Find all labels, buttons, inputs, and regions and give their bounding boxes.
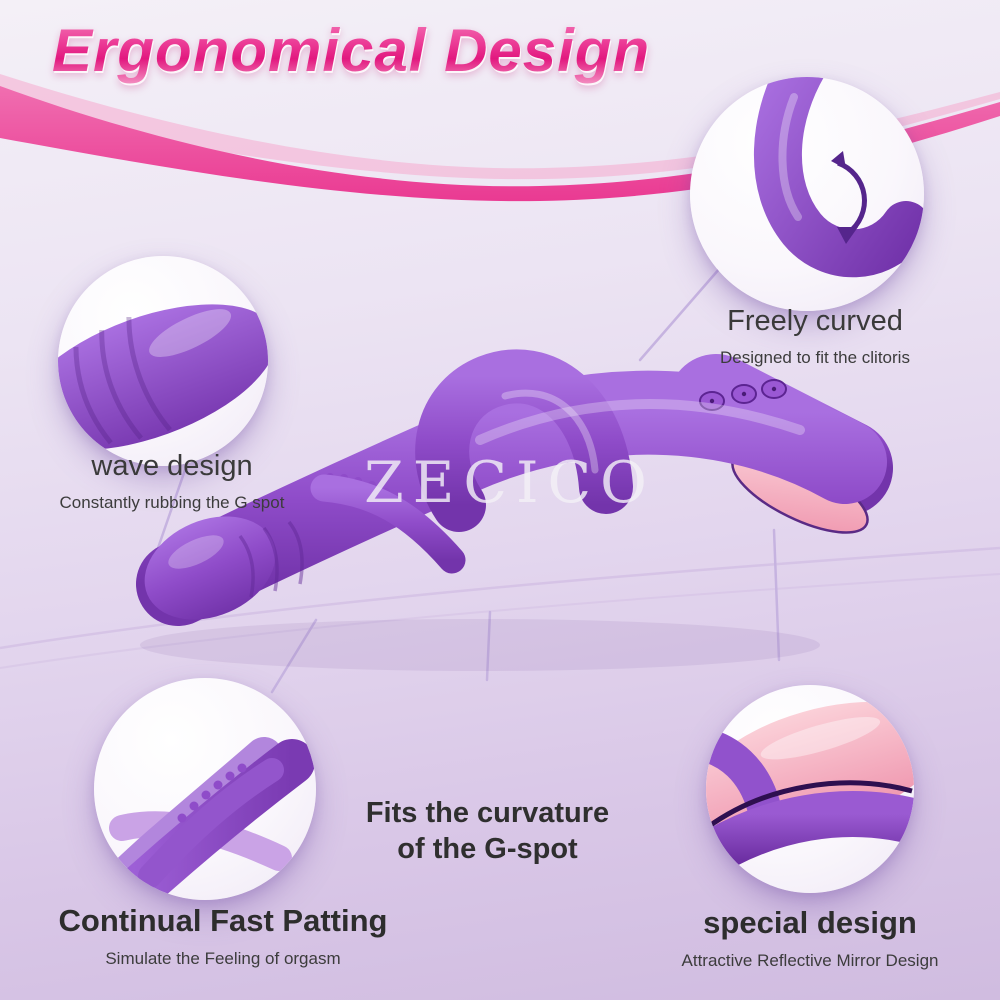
callout-label: special design [703,905,917,940]
patting-arm-serrated [138,758,284,888]
patting-finger [310,473,466,574]
connector-line-center-caption [485,610,492,682]
patting-closeup [94,737,315,900]
callout-text-patting: Continual Fast Patting Simulate the Feel… [18,903,428,969]
curved-arm-closeup [754,77,924,278]
background-arcs [0,546,1000,669]
wave-design-closeup [58,304,268,451]
connector-line-patting [270,618,318,694]
mirror-closeup [706,701,914,881]
callout-label: Freely curved [727,305,903,337]
center-caption: Fits the curvature of the G-spot [320,795,655,868]
closeup-highlight [778,93,802,221]
callout-circle-freely-curved [690,77,924,311]
center-caption-line1: Fits the curvature [365,797,610,829]
tip-highlight [168,535,224,569]
callout-description: Designed to fit the clitoris [720,348,910,368]
shaft-highlight [475,399,805,445]
callout-description: Simulate the Feeling of orgasm [105,948,341,968]
connector-line-wave-design [156,468,187,550]
callout-description: Constantly rubbing the G spot [59,493,285,513]
mirror-dark-seam [706,780,913,830]
product-shadow [140,619,820,671]
callout-text-wave-design: wave design Constantly rubbing the G spo… [22,450,322,513]
callout-text-special-design: special design Attractive Reflective Mir… [645,905,975,971]
flex-direction-arrow-icon [831,151,867,244]
callout-circle-wave-design [58,256,268,466]
shaft-edge-top [706,727,781,813]
page-title: Ergonomical Design [52,17,651,84]
freely-curved-closeup [754,77,924,278]
control-buttons [699,379,787,411]
callout-circle-patting [94,678,316,900]
clitoral-arm [415,349,633,532]
arm-highlight [501,389,599,474]
connector-line-special-design [772,528,781,662]
callout-label: wave design [91,450,253,482]
tip-ridges [238,520,304,598]
rabbit-vibrator-product [136,349,893,626]
center-caption-line2: of the G-spot [397,833,578,866]
brand-watermark: ZECICO [364,450,656,516]
callout-text-freely-curved: Freely curved Designed to fit the clitor… [665,305,965,368]
g-spot-tip [144,516,276,620]
callout-circle-special-design [706,685,914,893]
shaft-edge-bottom [706,791,914,881]
ribbed-tip-closeup [58,304,268,451]
connector-lines [156,266,781,694]
callout-label: Continual Fast Patting [58,903,388,938]
callout-description: Attractive Reflective Mirror Design [681,950,939,970]
connector-line-freely-curved [638,266,722,362]
